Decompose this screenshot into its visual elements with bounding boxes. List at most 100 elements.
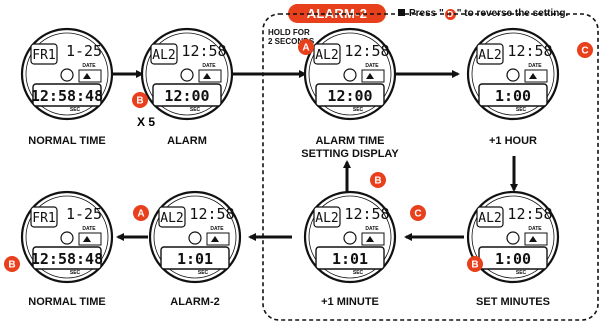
watch-inner-ring <box>145 32 229 116</box>
seconds-label: SEC <box>353 270 364 276</box>
main-display-text: 1:00 <box>495 87 531 105</box>
day-display-text: AL2 <box>152 48 175 63</box>
caption-line: +1 HOUR <box>489 135 537 147</box>
seconds-label: SEC <box>190 107 201 113</box>
alarm-indicator-box <box>524 232 548 246</box>
main-display-text: 1:00 <box>495 250 531 268</box>
day-display-box <box>313 43 341 65</box>
seconds-label: SEC <box>516 270 527 276</box>
seconds-label: SEC <box>70 270 81 276</box>
date-label: DATE <box>82 63 96 69</box>
day-display-box <box>150 43 178 65</box>
main-display-box <box>315 83 385 107</box>
date-label: DATE <box>365 226 379 232</box>
watch-inner-ring <box>153 195 237 279</box>
center-dial-icon <box>506 231 520 245</box>
caption-alarm-2: ALARM-2 <box>125 296 265 309</box>
day-display-box <box>476 43 504 65</box>
caption-line: ALARM-2 <box>170 296 220 308</box>
button-a-marker: A <box>133 205 149 221</box>
button-marker-icon <box>4 256 20 272</box>
alarm-bell-icon <box>83 236 91 242</box>
main-display-box <box>32 246 102 270</box>
day-display-text: AL2 <box>315 48 338 63</box>
date-label: DATE <box>365 63 379 69</box>
button-marker-label: B <box>136 96 143 107</box>
button-b-marker: B <box>132 92 148 108</box>
button-b-marker: B <box>467 256 483 272</box>
button-marker-icon <box>133 205 149 221</box>
caption-line: +1 MINUTE <box>321 296 379 308</box>
button-b-marker: B <box>4 256 20 272</box>
repeat-count-label: X 5 <box>137 115 155 129</box>
date-display-text: 1-25 <box>66 42 102 60</box>
day-display-text: FR1 <box>32 211 55 226</box>
watch-inner-ring <box>25 32 109 116</box>
main-display-box <box>32 83 102 107</box>
alarm-indicator-box <box>206 232 230 246</box>
date-label: DATE <box>210 226 224 232</box>
caption-line: SETTING DISPLAY <box>301 148 399 160</box>
day-display-box <box>30 43 58 65</box>
main-display-text: 1:01 <box>332 250 368 268</box>
main-display-box <box>315 246 385 270</box>
button-marker-label: A <box>137 209 144 220</box>
day-display-box <box>313 206 341 228</box>
day-display-text: AL2 <box>315 211 338 226</box>
button-marker-label: C <box>581 46 588 57</box>
seconds-label: SEC <box>353 107 364 113</box>
button-marker-icon <box>410 205 426 221</box>
seconds-label: SEC <box>70 107 81 113</box>
main-display-text: 12:58:48 <box>31 250 103 268</box>
date-display-text: 12:58 <box>507 205 552 223</box>
caption-line: NORMAL TIME <box>28 296 106 308</box>
caption-line: NORMAL TIME <box>28 135 106 147</box>
alarm-bell-icon <box>529 73 537 79</box>
caption-normal-time-top: NORMAL TIME <box>0 135 137 148</box>
watch-inner-ring <box>471 32 555 116</box>
caption-line: ALARM <box>167 135 207 147</box>
date-display-text: 12:58 <box>344 205 389 223</box>
date-display-text: 12:58 <box>507 42 552 60</box>
caption-plus-one-minute: +1 MINUTE <box>280 296 420 309</box>
alarm-bell-icon <box>211 236 219 242</box>
date-display-text: 12:58 <box>344 42 389 60</box>
day-display-box <box>476 206 504 228</box>
date-display-text: 1-25 <box>66 205 102 223</box>
hold-note-line-2: 2 SECONDS <box>268 37 315 46</box>
date-display-text: 12:58 <box>181 42 226 60</box>
alarm-indicator-box <box>198 69 222 83</box>
alarm-bell-icon <box>83 73 91 79</box>
alarm-indicator-box <box>78 69 102 83</box>
date-label: DATE <box>82 226 96 232</box>
main-display-text: 1:01 <box>177 250 213 268</box>
caption-alarm: ALARM <box>117 135 257 148</box>
alarm-2-section-frame <box>262 13 599 321</box>
date-label: DATE <box>528 226 542 232</box>
watch-inner-ring <box>308 32 392 116</box>
alarm-bell-icon <box>366 236 374 242</box>
alarm-indicator-box <box>361 232 385 246</box>
hold-note-line-1: HOLD FOR <box>268 28 310 37</box>
main-display-text: 12:00 <box>327 87 372 105</box>
alarm-indicator-box <box>78 232 102 246</box>
button-c-marker: C <box>410 205 426 221</box>
caption-plus-one-hour: +1 HOUR <box>443 135 583 148</box>
center-dial-icon <box>60 231 74 245</box>
caption-line: ALARM TIME <box>315 135 385 147</box>
bullet-square-icon <box>398 9 405 16</box>
button-marker-label: B <box>471 260 478 271</box>
seconds-label: SEC <box>516 107 527 113</box>
center-dial-icon <box>60 68 74 82</box>
alarm-bell-icon <box>529 236 537 242</box>
